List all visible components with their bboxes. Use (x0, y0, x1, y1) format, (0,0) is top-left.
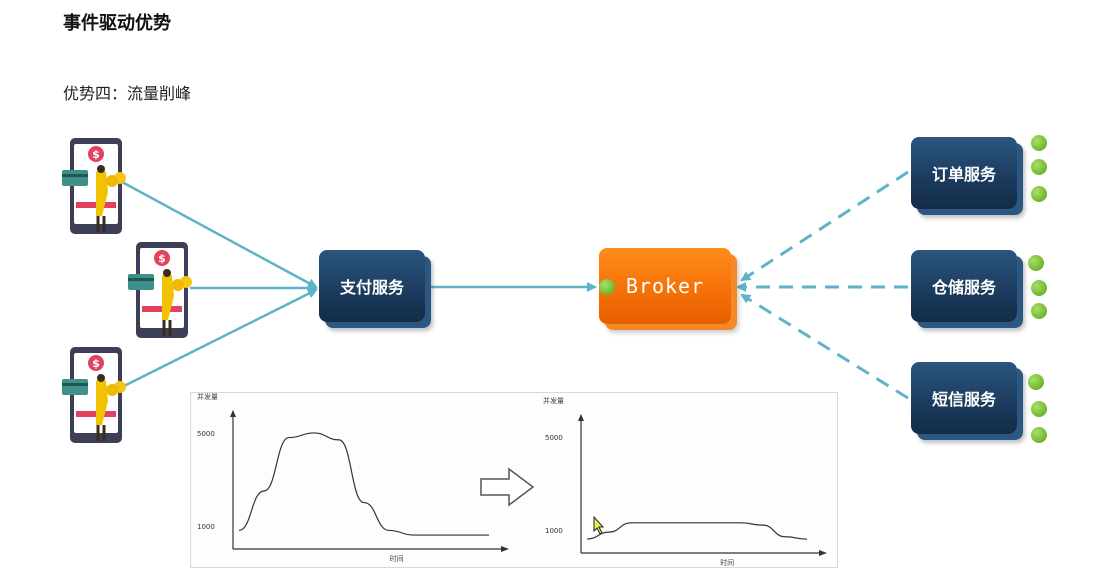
arrow-phone1-to-payment (121, 180, 318, 289)
consumer-dot-icon (1031, 186, 1047, 202)
y-tick-label: 1000 (545, 527, 563, 535)
traffic-charts-panel: 并发量时间 5000 1000 并发量时间 5000 1000 (190, 392, 838, 568)
broker-label: Broker (625, 274, 705, 298)
order-service-box: 订单服务 (911, 137, 1017, 209)
y-axis-arrow-icon (230, 410, 236, 417)
x-axis-arrow-icon (501, 546, 509, 552)
y-tick-label: 1000 (197, 523, 215, 531)
x-axis-label: 时间 (720, 558, 734, 567)
page-subtitle: 优势四：流量削峰 (63, 84, 192, 103)
series-line (586, 522, 808, 540)
consumer-dot-icon (1031, 280, 1047, 296)
y-tick-label: 5000 (545, 434, 563, 442)
consumer-dot-icon (1031, 427, 1047, 443)
y-tick-label: 5000 (197, 430, 215, 438)
transform-arrow-icon (480, 467, 535, 507)
dashed-sms-to-broker (740, 293, 909, 400)
phone-payment-icon: $ (62, 138, 126, 234)
storage-service-label: 仓储服务 (931, 278, 996, 297)
order-service-label: 订单服务 (931, 165, 996, 184)
mouse-cursor-icon (593, 515, 605, 535)
phone-payment-icon: $ (62, 347, 126, 443)
broker-connector-dot-icon (599, 279, 615, 295)
series-line (238, 432, 489, 536)
x-axis-label: 时间 (390, 554, 404, 563)
svg-text:$: $ (92, 357, 100, 370)
sms-service-label: 短信服务 (931, 390, 996, 409)
y-axis-label: 并发量 (543, 396, 564, 405)
sms-service-box: 短信服务 (911, 362, 1017, 434)
consumer-dot-icon (1031, 303, 1047, 319)
consumer-dot-icon (1031, 159, 1047, 175)
dashed-order-to-broker (740, 170, 909, 282)
y-axis-arrow-icon (578, 414, 584, 421)
consumer-dot-icon (1028, 255, 1044, 271)
consumer-dot-icon (1028, 374, 1044, 390)
x-axis-arrow-icon (819, 550, 827, 556)
consumer-dot-icon (1031, 135, 1047, 151)
broker-box: Broker (599, 248, 731, 324)
phone-payment-icon: $ (128, 242, 192, 338)
svg-text:$: $ (92, 148, 100, 161)
payment-service-label: 支付服务 (339, 278, 404, 297)
consumer-dot-icon (1031, 401, 1047, 417)
payment-service-box: 支付服务 (319, 250, 425, 322)
storage-service-box: 仓储服务 (911, 250, 1017, 322)
arrow-phone3-to-payment (121, 288, 318, 389)
y-axis-label: 并发量 (197, 393, 218, 401)
page-title: 事件驱动优势 (63, 13, 171, 34)
svg-text:$: $ (158, 252, 166, 265)
